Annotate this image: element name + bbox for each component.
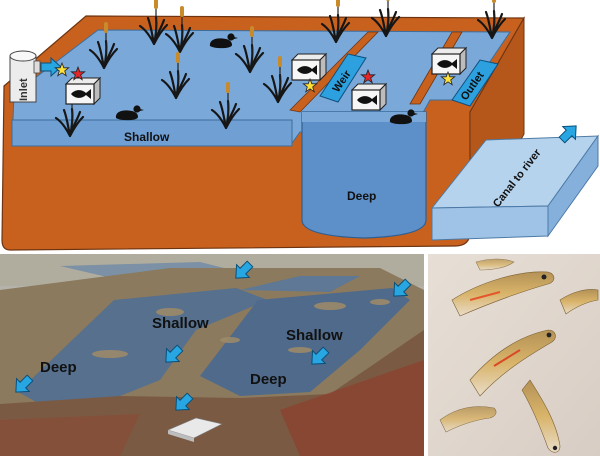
- shallow-label: Shallow: [124, 130, 170, 144]
- fish-trap-icon: [291, 53, 327, 81]
- fish-photo: [428, 254, 600, 456]
- fish-icon: [439, 406, 497, 433]
- weir-box: [319, 53, 367, 103]
- aerial-photo: Shallow Shallow Deep Deep: [0, 254, 424, 456]
- fish-icon: [521, 379, 561, 453]
- photo-shallow-label-1: Shallow: [152, 315, 209, 332]
- photo-building: [167, 417, 223, 442]
- fish-trap-icon: [351, 83, 387, 111]
- photo-shallow-label-2: Shallow: [286, 327, 343, 344]
- shallow-front: [11, 119, 293, 147]
- fish-icon: [469, 329, 556, 397]
- fish-icon: [451, 271, 555, 317]
- wetland-diagram: Inlet Weir Outlet Shallow Deep Canal to …: [1, 0, 599, 251]
- fish-icon: [475, 258, 515, 271]
- photo-pond-right: [200, 288, 410, 396]
- inlet-label: Inlet: [18, 78, 30, 101]
- dike-left: [289, 31, 379, 113]
- photo-pond-left: [18, 288, 268, 404]
- fish-icon: [559, 289, 599, 315]
- canal-to-river: [430, 134, 599, 241]
- deep-basin: [301, 111, 427, 239]
- photo-deep-label-2: Deep: [250, 371, 287, 388]
- inlet-pipe: [9, 50, 41, 103]
- fish-trap-icon: [65, 77, 101, 105]
- outlet-box: [451, 59, 499, 107]
- fish-trap-icon: [431, 47, 467, 75]
- deep-label: Deep: [347, 189, 376, 203]
- photo-deep-label-1: Deep: [40, 359, 77, 376]
